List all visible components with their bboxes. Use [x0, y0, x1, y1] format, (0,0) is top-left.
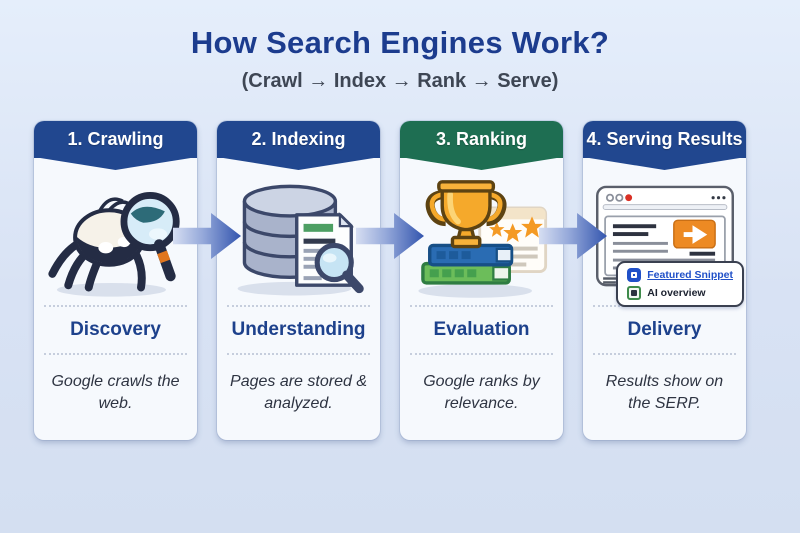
serp-browser-icon: Featured Snippet AI overview [583, 170, 746, 307]
spider-crawler-icon [34, 170, 197, 305]
database-document-icon [217, 170, 380, 305]
serp-callout: Featured Snippet AI overview [616, 261, 744, 307]
banner-chevron [583, 157, 746, 170]
step-description: Pages are stored & analyzed. [230, 372, 367, 412]
magnifier-icon [120, 192, 180, 282]
step-banner-label: 1. Crawling [67, 129, 164, 149]
divider [44, 353, 187, 355]
step-card-serving: 4. Serving Results [583, 121, 746, 440]
banner-chevron [34, 157, 197, 170]
steps-row: 1. Crawling [34, 121, 746, 440]
step-description: Google ranks by relevance. [423, 372, 540, 412]
magnifier-icon [314, 242, 364, 294]
divider [410, 305, 553, 307]
step-banner-label: 3. Ranking [435, 129, 528, 149]
step-card-ranking: 3. Ranking [400, 121, 563, 440]
video-thumbnail-icon [672, 219, 716, 256]
ai-overview-row: AI overview [627, 286, 733, 300]
step-description: Results show on the SERP. [605, 372, 724, 412]
divider [227, 353, 370, 355]
banner-chevron [217, 157, 380, 170]
step-card-indexing: 2. Indexing [217, 121, 380, 440]
step-banner-serving: 4. Serving Results [583, 121, 746, 158]
step-banner-crawling: 1. Crawling [34, 121, 197, 158]
divider [593, 353, 736, 355]
step-sublabel: Understanding [231, 319, 366, 340]
featured-snippet-row: Featured Snippet [627, 268, 733, 282]
process-subtitle: (Crawl → Index → Rank → Serve) [241, 70, 559, 92]
step-banner-label: 4. Serving Results [586, 129, 743, 149]
divider [44, 305, 187, 307]
divider [227, 305, 370, 307]
featured-snippet-label: Featured Snippet [647, 269, 733, 281]
banner-chevron [400, 157, 563, 170]
step-card-crawling: 1. Crawling [34, 121, 197, 440]
step-description: Google crawls the web. [51, 372, 180, 412]
step-banner-indexing: 2. Indexing [217, 121, 380, 158]
divider [410, 353, 553, 355]
step-sublabel: Discovery [70, 319, 161, 340]
step-sublabel: Delivery [627, 319, 702, 340]
trophy-icon [425, 180, 507, 249]
trophy-books-icon [400, 170, 563, 305]
page-title: How Search Engines Work? [190, 25, 610, 60]
step-sublabel: Evaluation [433, 319, 530, 340]
step-banner-label: 2. Indexing [251, 129, 346, 149]
step-banner-ranking: 3. Ranking [400, 121, 563, 158]
ai-overview-icon [627, 286, 642, 300]
books-icon [420, 243, 513, 285]
featured-snippet-icon [627, 268, 642, 282]
browser-window-icon [595, 185, 734, 286]
ai-overview-label: AI overview [647, 287, 706, 299]
header: How Search Engines Work? (Crawl → Index … [0, 0, 800, 93]
